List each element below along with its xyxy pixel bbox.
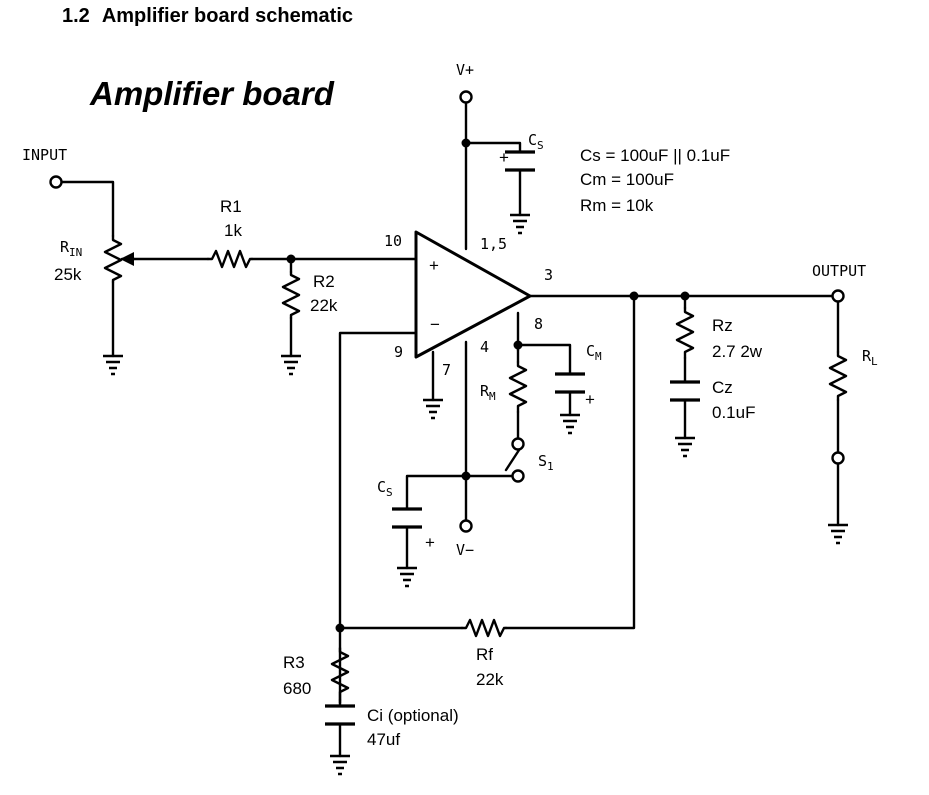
junction-dots [286, 138, 690, 633]
cs-bottom-capacitor [392, 507, 422, 529]
opamp-minus-sign: − [430, 315, 440, 334]
r3-resistor [330, 646, 350, 702]
output-terminal [831, 289, 845, 303]
r3-value: 680 [283, 679, 311, 698]
ci-label: Ci (optional) [367, 706, 459, 725]
pin-7: 7 [442, 361, 451, 379]
cm-capacitor [555, 372, 585, 394]
input-label: INPUT [22, 146, 67, 164]
rz-label: Rz [712, 316, 733, 335]
cs-top-polarity: + [499, 148, 509, 167]
ci-value: 47uf [367, 730, 400, 749]
op-amp [414, 230, 532, 359]
rf-value: 22k [476, 670, 504, 689]
rz-value: 2.7 2w [712, 342, 763, 361]
ci-capacitor [325, 704, 355, 726]
vminus-terminal [459, 519, 473, 533]
r1-label: R1 [220, 197, 242, 216]
r1-resistor [206, 249, 254, 269]
opamp-plus-sign: + [429, 256, 439, 275]
rl-resistor [828, 350, 848, 402]
r2-label: R2 [313, 272, 335, 291]
rm-resistor [508, 360, 528, 414]
pin-8: 8 [534, 315, 543, 333]
s1-contact [511, 469, 525, 483]
rz-resistor [675, 306, 695, 360]
rl-terminal [831, 451, 845, 465]
s1-label: S1 [538, 452, 554, 473]
pin-10: 10 [384, 232, 402, 250]
rin-value: 25k [54, 265, 82, 284]
vminus-label: V− [456, 541, 474, 559]
section-heading: 1.2 Amplifier board schematic [62, 5, 353, 28]
note-rm: Rm = 10k [580, 196, 654, 215]
cs-bottom-label: CS [377, 478, 393, 499]
cz-capacitor [670, 380, 700, 402]
cm-label: CM [586, 342, 602, 363]
pin-3: 3 [544, 266, 553, 284]
section-title: Amplifier board schematic [101, 5, 353, 27]
input-terminal [49, 175, 63, 189]
rl-label: RL [862, 347, 878, 368]
board-title: Amplifier board [89, 75, 335, 112]
note-cs: Cs = 100uF || 0.1uF [580, 146, 730, 165]
r2-resistor [281, 270, 301, 320]
vplus-terminal [459, 90, 473, 104]
cs-bottom-polarity: + [425, 533, 435, 552]
note-cm: Cm = 100uF [580, 170, 674, 189]
ground-symbols [103, 213, 848, 776]
vplus-label: V+ [456, 61, 474, 79]
pin-9: 9 [394, 343, 403, 361]
output-label: OUTPUT [812, 262, 866, 280]
r1-value: 1k [224, 221, 242, 240]
pin-4: 4 [480, 338, 489, 356]
rf-label: Rf [476, 645, 493, 664]
s1-pivot [511, 437, 525, 451]
rf-resistor [460, 618, 508, 638]
rm-label: RM [480, 382, 496, 403]
cm-polarity: + [585, 390, 595, 409]
rin-resistor [103, 234, 123, 284]
cz-value: 0.1uF [712, 403, 755, 422]
cz-label: Cz [712, 378, 733, 397]
r2-value: 22k [310, 296, 338, 315]
pin-1-5: 1,5 [480, 235, 507, 253]
rin-label: RIN [60, 238, 82, 259]
r3-label: R3 [283, 653, 305, 672]
cs-top-capacitor [505, 150, 535, 172]
wires [60, 101, 840, 758]
section-number: 1.2 [62, 5, 90, 27]
cs-top-label: CS [528, 131, 544, 152]
